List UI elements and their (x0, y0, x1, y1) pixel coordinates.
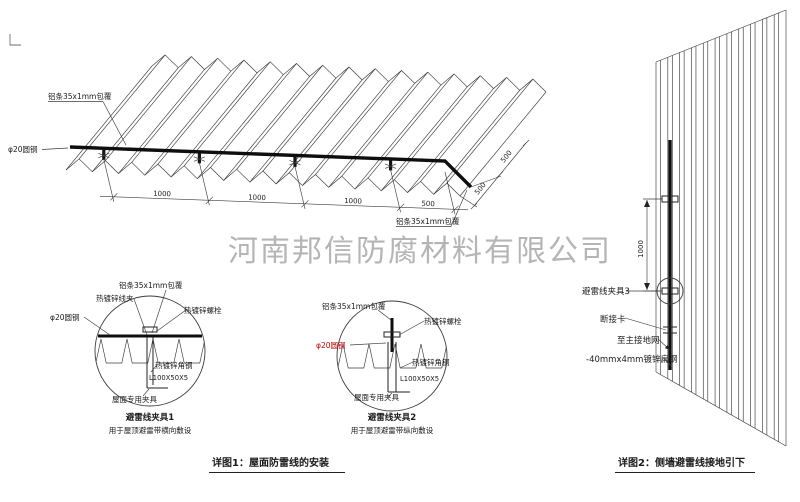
label-aluminum-strip-top: 铝条35x1mm包覆 (48, 91, 112, 101)
corner-mark (9, 34, 21, 46)
detail2-subtitle: 用于屋顶避雷带纵向敷设 (351, 425, 434, 435)
detail2-clamp-assembly (383, 331, 410, 393)
dim-bottom-1: 1000 (153, 190, 171, 199)
detail1-title: 避雷线夹具1 (126, 412, 175, 423)
label-aluminum-strip-bottom: 铝条35x1mm包覆 (396, 216, 460, 226)
dim-bottom-4: 500 (421, 200, 435, 208)
wall-dim-1000: 1000 (637, 240, 645, 258)
detail-clamp-1: 铝条35x1mm包覆 热镀锌线夹 热镀锌螺栓 φ20圆钢 热镀锌角钢 L100X… (50, 280, 222, 435)
detail2-label-strip: 铝条35x1mm包覆 (322, 301, 386, 311)
wall-label-clamp3: 避雷线夹具3 (582, 286, 630, 297)
detail-circle-1 (94, 295, 206, 407)
detail1-label-clamp: 热镀锌线夹 (96, 293, 134, 303)
wall-label-ground: 至主接地网 (617, 335, 660, 346)
detail1-label-strip: 铝条35x1mm包覆 (119, 280, 183, 290)
roof-corrugation (65, 54, 547, 197)
detail2-label-angle: 热镀锌角钢 (412, 357, 450, 367)
detail2-label-rod: φ20圆钢 (316, 340, 346, 350)
detail2-corrugation-profile (337, 343, 447, 369)
lightning-conductor-wire (69, 145, 473, 189)
wall-dimension (643, 198, 662, 292)
wall-down-conductor-view: 1000 避雷线夹具3 断接卡 至主接地网 -40mmx4mm镀锌扁钢 (582, 9, 787, 447)
detail2-title: 避雷线夹具2 (368, 412, 417, 423)
detail1-label-rod: φ20圆钢 (50, 312, 80, 322)
detail1-label-angle-size: L100X50X5 (149, 374, 188, 382)
wall-leaders (624, 290, 672, 367)
detail1-label-fixture: 屋面专用夹具 (112, 394, 157, 404)
detail1-subtitle: 用于屋顶避雷带横向敷设 (109, 425, 192, 435)
dim-bottom-3: 1000 (344, 197, 362, 206)
dim-right-2: 500 (499, 149, 514, 164)
roof-label-leaders (41, 101, 468, 227)
wall-label-disconnect: 断接卡 (600, 314, 626, 325)
detail1-clamp-assembly (142, 326, 168, 389)
wall-corrugation (655, 9, 787, 447)
detail1-leaders (83, 289, 187, 397)
disconnect-link-mark (663, 326, 677, 334)
roof-right-dimension (459, 139, 530, 210)
detail-clamp-2: 铝条35x1mm包覆 热镀锌螺栓 φ20圆钢 热镀锌角钢 L100X50X5 屋… (316, 300, 462, 435)
dim-right-1: 500 (473, 181, 488, 196)
detail2-label-angle-size: L100X50X5 (400, 375, 439, 383)
detail1-label-bolt: 热镀锌螺栓 (184, 305, 222, 315)
detail1-label-angle: 热镀锌角钢 (155, 360, 193, 370)
detail-circle-2 (336, 300, 448, 412)
detail2-label-fixture: 屋面专用夹具 (354, 392, 399, 402)
detail2-label-bolt: 热镀锌螺栓 (424, 316, 462, 326)
caption-detail2: 详图2：侧墙避雷线接地引下 (618, 456, 745, 469)
detail2-leaders (349, 309, 425, 398)
dim-bottom-2: 1000 (248, 193, 266, 202)
wall-label-flat-steel: -40mmx4mm镀锌扁钢 (586, 354, 677, 365)
label-round-steel-left: φ20圆钢 (8, 144, 38, 154)
roof-dimension-lines (99, 159, 469, 215)
roof-clamp-marks (98, 149, 397, 171)
caption-detail1: 详图1：屋面防雷线的安装 (212, 456, 329, 469)
roof-isometric-view: 1000 1000 1000 500 500 500 铝条35x1mm包覆 φ2… (8, 54, 547, 227)
company-watermark: 河南邦信防腐材料有限公司 (228, 234, 612, 269)
